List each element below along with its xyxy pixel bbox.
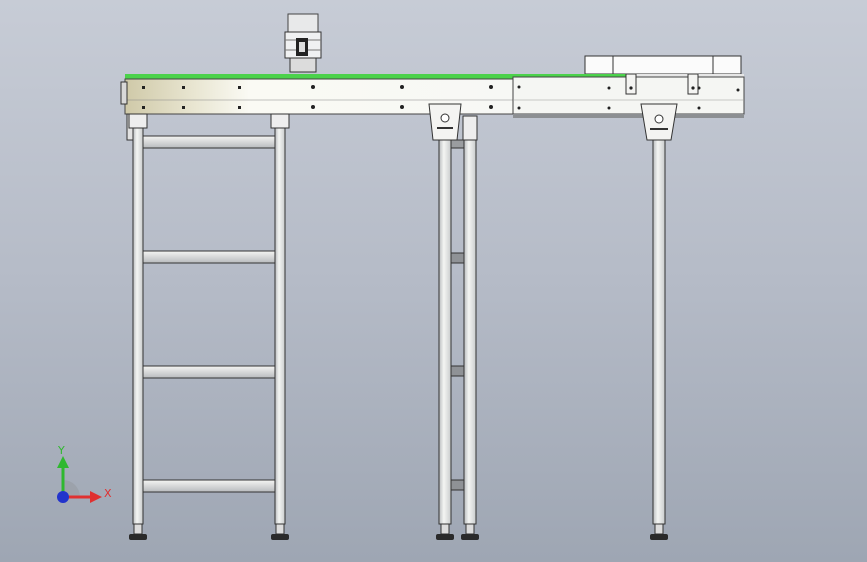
conveyor-frame-right[interactable] (512, 73, 745, 118)
drive-motor-icon[interactable] (284, 13, 322, 73)
belt-surface-left (125, 74, 513, 79)
frame-bolts (142, 85, 740, 110)
leveling-foot-icon (129, 523, 668, 540)
left-support-stand[interactable] (128, 113, 290, 525)
coordinate-triad: Y X (57, 444, 112, 503)
right-support-leg[interactable] (640, 103, 678, 525)
top-cover-plate[interactable] (584, 55, 742, 75)
stand-crossbar (450, 139, 465, 491)
z-axis-dot-icon (57, 491, 69, 503)
middle-support-stand[interactable] (428, 103, 478, 525)
x-axis-label: X (104, 487, 112, 500)
belt-surface-right (513, 74, 629, 77)
y-axis-label: Y (57, 444, 65, 457)
leg-bracket-icon (687, 73, 699, 95)
leg-bracket-icon (625, 73, 637, 95)
stand-crossbar (142, 135, 276, 493)
